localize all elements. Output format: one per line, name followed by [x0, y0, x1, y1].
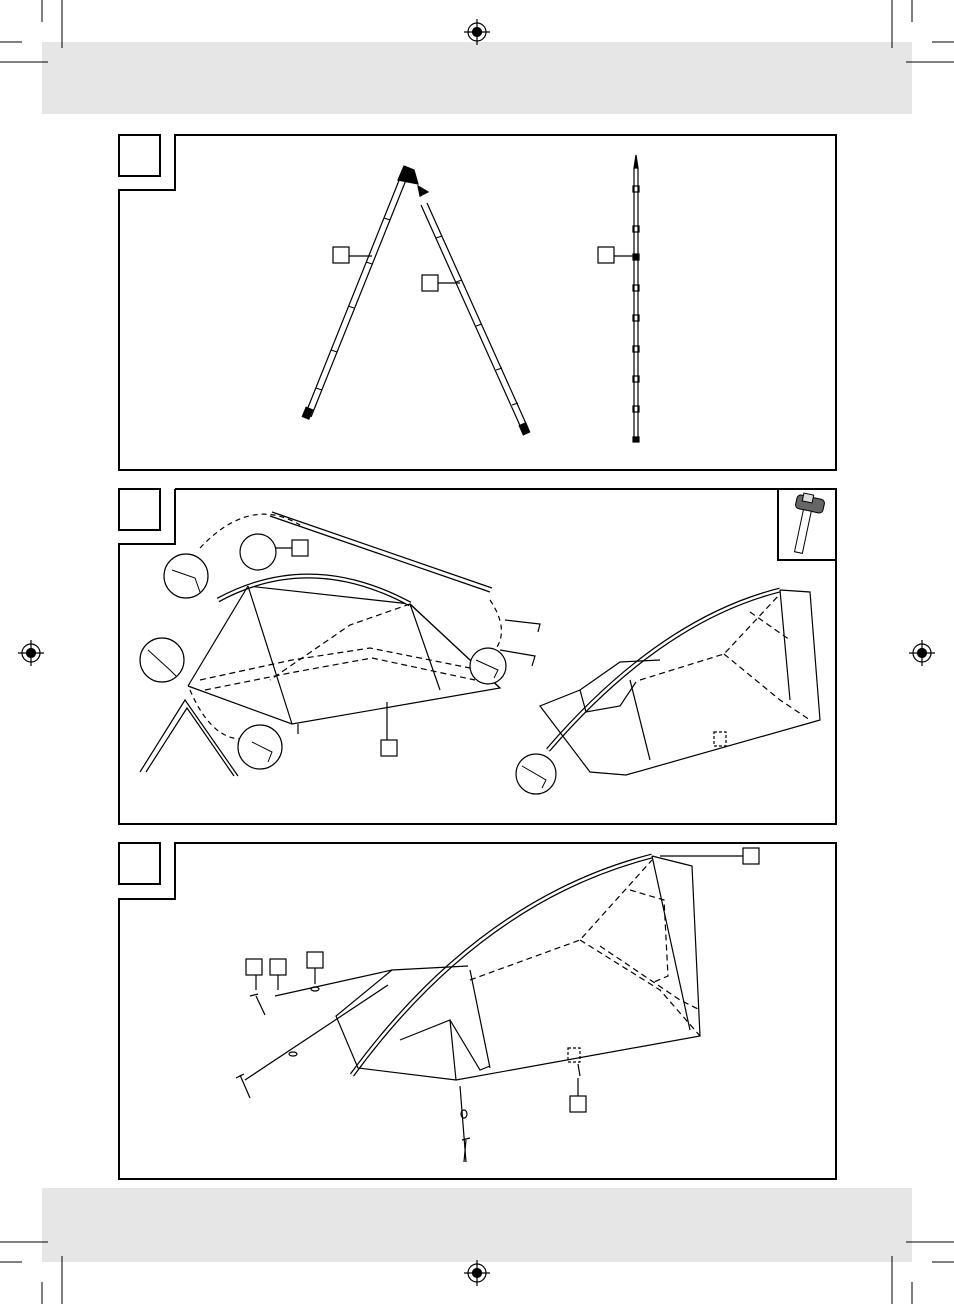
- registration-mark-top: [464, 19, 490, 45]
- tent-step2-left-illustration: [139, 511, 541, 777]
- registration-mark-left: [18, 640, 44, 666]
- registration-mark-right: [909, 640, 935, 666]
- pole-assembly-illustration: [301, 165, 531, 436]
- step-number-box: [118, 488, 161, 531]
- callout-box: [291, 539, 309, 557]
- registration-mark-bottom: [464, 1260, 490, 1286]
- callout-box: [332, 246, 350, 264]
- callout-box: [245, 958, 263, 976]
- callout-box: [421, 274, 439, 292]
- footer-band: [42, 1188, 912, 1262]
- callout-box: [269, 958, 287, 976]
- step-number-box: [118, 134, 161, 177]
- callout-box: [380, 739, 398, 757]
- panel-frame: [118, 842, 837, 1180]
- straight-pole-illustration: [614, 154, 640, 443]
- hammer-icon: [793, 492, 825, 554]
- panel-frame: [118, 134, 837, 471]
- callout-box: [569, 1095, 587, 1113]
- tent-step3-illustration: [235, 853, 743, 1163]
- step-number-box: [118, 842, 161, 885]
- tent-step2-right-illustration: [539, 587, 821, 776]
- header-band: [42, 42, 912, 114]
- callout-box: [306, 951, 324, 969]
- panel-frame: [118, 488, 837, 825]
- callout-box: [597, 246, 615, 264]
- callout-box: [742, 847, 760, 865]
